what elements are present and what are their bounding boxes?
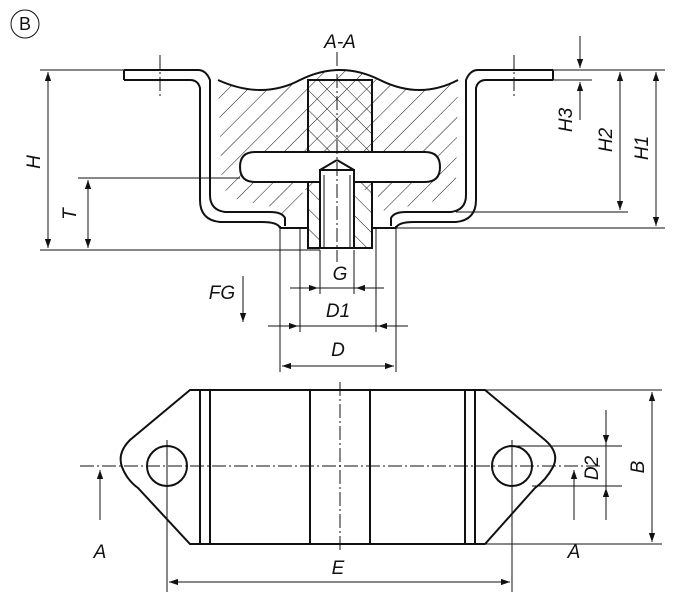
- section-marker-right-label: A: [567, 542, 581, 563]
- dim-H-label: H: [24, 155, 45, 169]
- housing-outline: [124, 69, 286, 226]
- dim-H3-label: H3: [556, 107, 577, 132]
- dimension-B: B: [485, 389, 662, 545]
- section-title: A-A: [323, 32, 356, 53]
- dimension-D2: D2: [512, 410, 622, 520]
- plan-outline: [119, 389, 557, 545]
- dimension-E: E: [169, 558, 510, 586]
- section-marker-right: A: [567, 470, 581, 563]
- section-view: [123, 52, 554, 262]
- dim-E-label: E: [332, 558, 345, 579]
- force-FG: FG: [209, 276, 247, 322]
- dim-D2-label: D2: [582, 455, 603, 480]
- dim-H1-label: H1: [632, 136, 653, 160]
- dimension-H2: H2: [456, 72, 628, 213]
- dimension-D1: D1: [268, 228, 408, 332]
- dimension-H1: H1: [396, 69, 665, 229]
- dim-D-label: D: [331, 340, 345, 361]
- dim-H2-label: H2: [596, 127, 617, 152]
- section-marker-left: A: [93, 470, 107, 563]
- dim-T-label: T: [60, 207, 81, 220]
- view-badge: B: [10, 9, 40, 39]
- plan-view: [80, 382, 600, 592]
- dim-B-label: B: [628, 460, 649, 473]
- dim-D1-label: D1: [326, 301, 350, 322]
- dimension-T: T: [60, 177, 240, 248]
- section-marker-left-label: A: [93, 542, 107, 563]
- view-badge-label: B: [19, 14, 31, 34]
- force-FG-label: FG: [209, 283, 235, 304]
- dimension-H: H: [24, 69, 320, 251]
- dimension-G: G: [290, 250, 384, 294]
- dim-G-label: G: [333, 264, 348, 285]
- dimension-H3: H3: [553, 36, 592, 132]
- dimension-D: D: [279, 228, 397, 372]
